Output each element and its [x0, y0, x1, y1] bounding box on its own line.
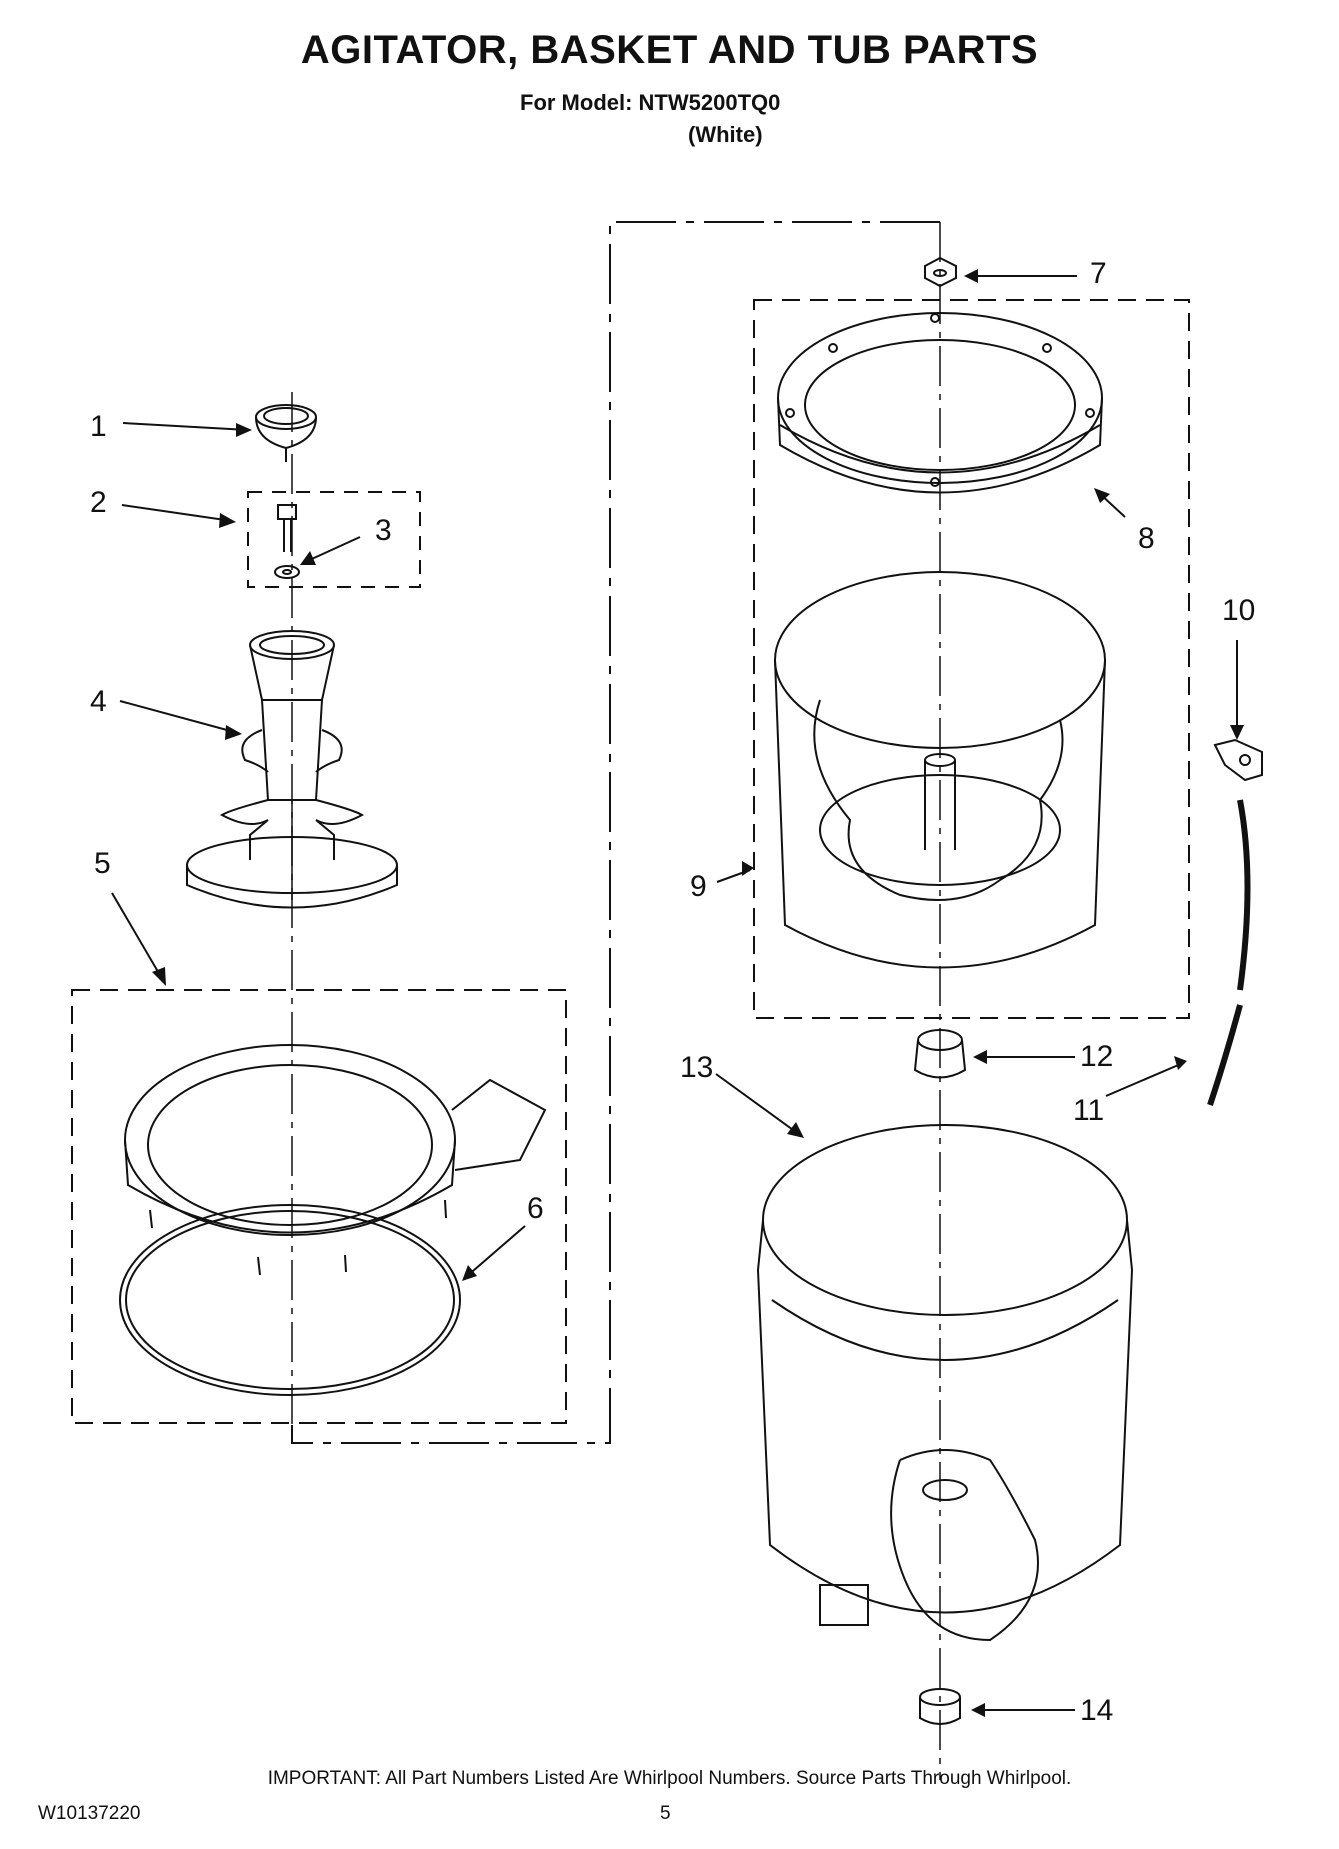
drain-plug [919, 1688, 961, 1725]
group-box-8-9 [753, 299, 1190, 1019]
pressure-hose [1207, 799, 1251, 1106]
agitator [186, 630, 398, 909]
callout-10: 10 [1222, 594, 1255, 627]
agitator-bolt [277, 504, 297, 552]
agitator-cap [255, 404, 317, 462]
page-title: AGITATOR, BASKET AND TUB PARTS [300, 28, 1039, 72]
washer [274, 565, 300, 579]
callout-8: 8 [1138, 522, 1155, 555]
gasket-ring [119, 1204, 461, 1396]
outer-tub [756, 1124, 1134, 1642]
important-notice: IMPORTANT: All Part Numbers Listed Are W… [267, 1768, 1072, 1789]
callout-4: 4 [90, 685, 107, 718]
callout-labels: 1 2 3 4 5 6 7 8 9 10 11 12 13 14 [90, 257, 1255, 1727]
model-line: For Model: NTW5200TQ0 [520, 90, 781, 115]
assembly-connector-line [291, 221, 940, 1444]
hose-clip [1213, 738, 1263, 782]
color-line: (White) [688, 122, 763, 147]
group-box-5-6 [71, 989, 567, 1424]
callout-2: 2 [90, 486, 107, 519]
hub-nut [924, 256, 957, 288]
page-number: 5 [660, 1803, 671, 1824]
wash-basket [774, 571, 1106, 969]
callout-3: 3 [375, 514, 392, 547]
callout-14: 14 [1080, 1694, 1113, 1727]
callout-5: 5 [94, 847, 111, 880]
callout-1: 1 [90, 410, 107, 443]
group-box-2-3 [247, 491, 421, 588]
arrowheads [152, 269, 1244, 1717]
balance-ring [777, 312, 1103, 494]
callout-12: 12 [1080, 1040, 1113, 1073]
callout-11: 11 [1073, 1094, 1104, 1127]
callout-13: 13 [680, 1051, 713, 1084]
callout-6: 6 [527, 1192, 544, 1225]
callout-7: 7 [1090, 257, 1107, 290]
tub-ring [124, 1044, 547, 1276]
drive-hub [913, 1029, 967, 1079]
document-number: W10137220 [38, 1803, 141, 1824]
callout-9: 9 [690, 870, 707, 903]
